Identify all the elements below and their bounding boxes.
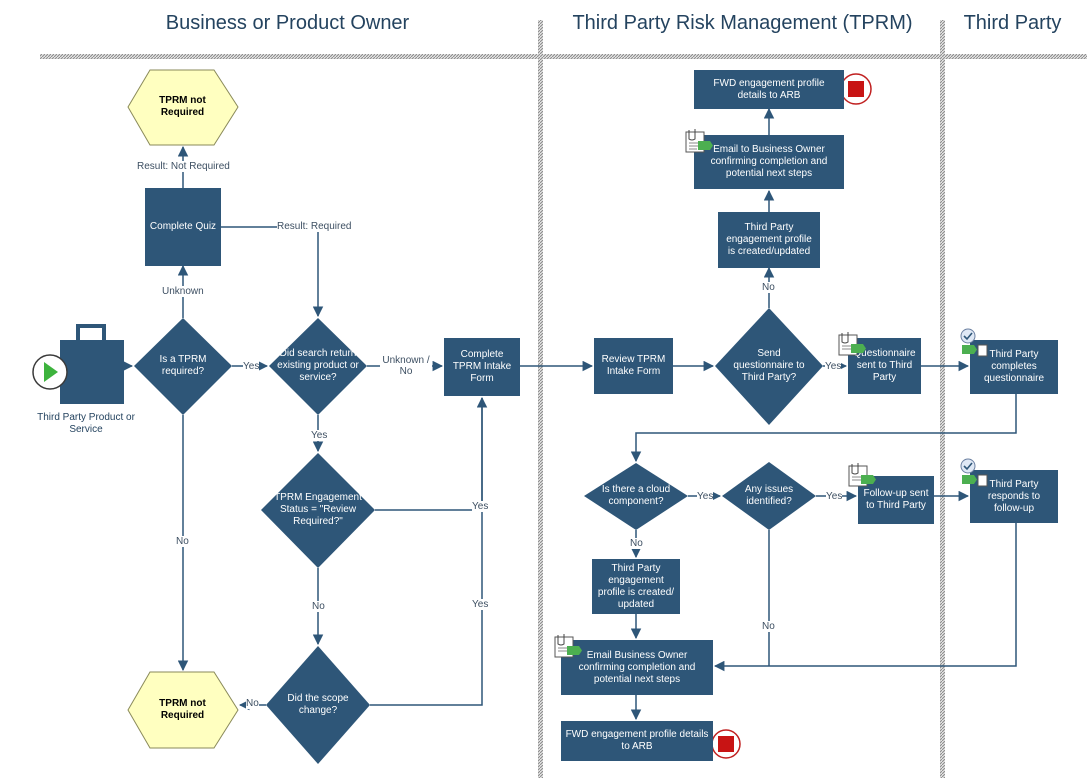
stop-square-top bbox=[848, 81, 864, 97]
email-document-icon bbox=[552, 632, 582, 658]
cloud-component-label: Is there a cloud component? bbox=[601, 484, 671, 507]
terminator-hexagon-bottom bbox=[127, 671, 239, 749]
edge-label-no-scope: No bbox=[246, 698, 259, 709]
engagement-status-label: TPRM Engagement Status = "Review Require… bbox=[274, 492, 362, 527]
did-search-return-label: Did search return existing product or se… bbox=[277, 348, 359, 383]
edge-label-yes-status: Yes bbox=[472, 501, 489, 512]
edge-label-yes-search: Yes bbox=[311, 430, 328, 441]
edge-label-yes-send: Yes bbox=[825, 361, 842, 372]
decision-diamond-tprm-required[interactable] bbox=[134, 318, 232, 415]
tprm-not-required-top: TPRM not Required bbox=[159, 95, 206, 118]
lane-title-third-party: Third Party bbox=[963, 12, 1062, 34]
edge-label-yes-issues: Yes bbox=[826, 491, 843, 502]
edge-label-no-required: No bbox=[176, 536, 189, 547]
fwd-arb-top-box[interactable]: FWD engagement profile details to ARB bbox=[694, 70, 844, 109]
decision-diamond-send[interactable] bbox=[715, 308, 823, 425]
any-issues-label: Any issues identified? bbox=[744, 484, 794, 507]
edge-scope-yes bbox=[370, 398, 483, 706]
edge-status-yes bbox=[375, 396, 488, 511]
complete-intake-box[interactable]: Complete TPRM Intake Form bbox=[444, 338, 520, 396]
edge-tp-responds-to-email bbox=[713, 523, 1017, 672]
email-document-icon bbox=[683, 127, 713, 153]
edge-label-result-required: Result: Required bbox=[277, 221, 352, 232]
lane-divider-2 bbox=[940, 20, 945, 778]
edge-label-no-status: No bbox=[312, 601, 325, 612]
email-owner-top-box[interactable]: Email to Business Owner confirming compl… bbox=[694, 135, 844, 189]
decision-diamond-issues[interactable] bbox=[722, 462, 816, 530]
edge-quiz-to-search bbox=[220, 226, 324, 318]
terminator-hexagon-top bbox=[127, 69, 239, 146]
fwd-arb-bottom-box[interactable]: FWD engagement profile details to ARB bbox=[561, 721, 713, 761]
edge-label-yes-required: Yes bbox=[243, 361, 260, 372]
edge-label-yes-cloud: Yes bbox=[697, 491, 714, 502]
start-bag-body bbox=[60, 340, 124, 404]
edge-label-unknown-no: Unknown / No bbox=[380, 355, 432, 377]
edge-label-no-cloud: No bbox=[630, 538, 643, 549]
review-intake-box[interactable]: Review TPRM Intake Form bbox=[594, 338, 673, 394]
edge-label-no-issues: No bbox=[762, 621, 775, 632]
profile-created-top-box[interactable]: Third Party engagement profile is create… bbox=[718, 212, 820, 268]
complete-quiz-box[interactable]: Complete Quiz bbox=[145, 188, 221, 266]
is-tprm-required-label: Is a TPRM required? bbox=[159, 354, 207, 377]
email-owner-bottom-box[interactable]: Email Business Owner confirming completi… bbox=[561, 640, 713, 695]
lane-title-business: Business or Product Owner bbox=[165, 12, 410, 34]
tprm-not-required-bottom: TPRM not Required bbox=[159, 698, 206, 721]
decision-diamond-status[interactable] bbox=[261, 453, 375, 568]
lane-title-tprm: Third Party Risk Management (TPRM) bbox=[572, 12, 913, 34]
edge-label-result-not-required: Result: Not Required bbox=[137, 161, 230, 172]
profile-created-bottom-box[interactable]: Third Party engagement profile is create… bbox=[592, 559, 680, 614]
edge-tp-to-cloud bbox=[630, 394, 1017, 463]
start-label: Third Party Product or Service bbox=[37, 412, 135, 435]
did-scope-change-label: Did the scope change? bbox=[287, 693, 349, 716]
lane-divider-1 bbox=[538, 20, 543, 778]
checklist-icon bbox=[958, 327, 990, 357]
decision-diamond-search[interactable] bbox=[269, 318, 367, 415]
email-document-icon bbox=[846, 461, 876, 487]
edge-label-yes-scope: Yes bbox=[472, 599, 489, 610]
send-questionnaire-label: Send questionnaire to Third Party? bbox=[733, 348, 805, 383]
edge-label-no-send: No bbox=[762, 282, 775, 293]
start-bag-handle bbox=[76, 324, 106, 342]
decision-diamond-cloud[interactable] bbox=[584, 463, 688, 530]
email-document-icon bbox=[836, 330, 866, 356]
stop-square-bottom bbox=[718, 736, 734, 752]
checklist-icon bbox=[958, 457, 990, 487]
edge-label-unknown: Unknown bbox=[162, 286, 204, 297]
lane-header-divider bbox=[40, 54, 1087, 59]
start-play-triangle bbox=[44, 362, 58, 382]
decision-diamond-scope[interactable] bbox=[266, 646, 370, 764]
